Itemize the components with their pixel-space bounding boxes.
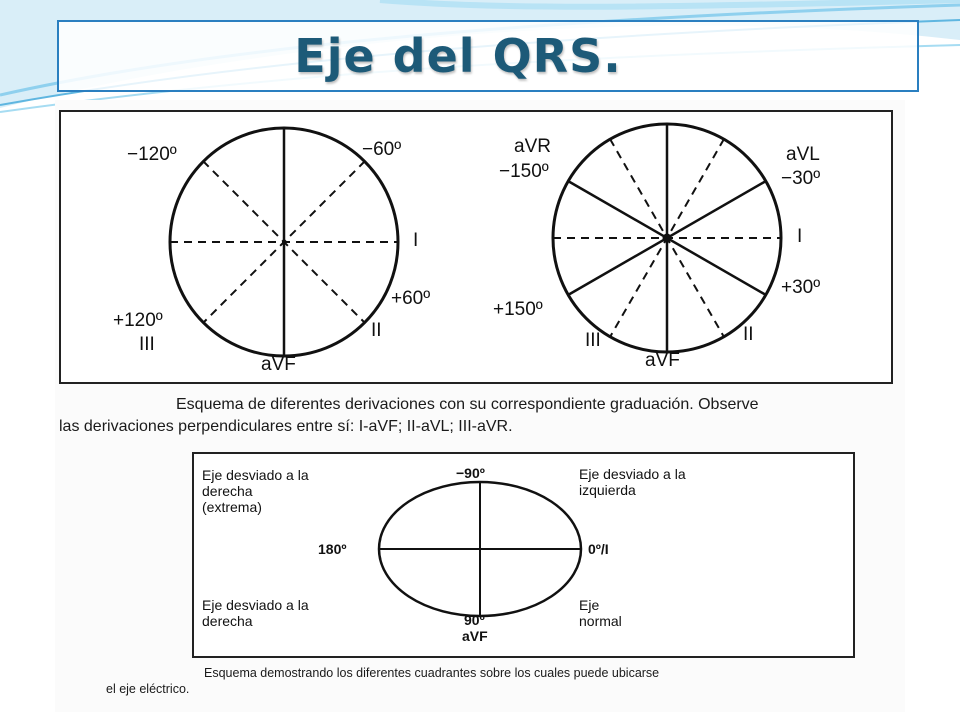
label-aVF-left: aVF bbox=[261, 354, 296, 375]
quadrant-top-right-line-1: Eje desviado a la bbox=[579, 466, 686, 482]
axis-label-left: 180º bbox=[318, 541, 346, 557]
caption-1-line-2: las derivaciones perpendiculares entre s… bbox=[59, 418, 513, 435]
label-minus150: −150º bbox=[499, 161, 549, 182]
quadrant-top-right-line-2: izquierda bbox=[579, 482, 636, 498]
quadrant-top-left-line-3: (extrema) bbox=[202, 499, 262, 515]
label-aVR: aVR bbox=[514, 136, 551, 157]
label-aVF-right: aVF bbox=[645, 350, 680, 371]
slide-title: Eje del QRS. bbox=[294, 29, 622, 83]
label-plus150: +150º bbox=[493, 299, 543, 320]
label-plus30: +30º bbox=[781, 277, 820, 298]
title-box: Eje del QRS. bbox=[57, 20, 919, 92]
left-circle bbox=[168, 126, 400, 358]
quadrant-bottom-right-line-1: Eje bbox=[579, 597, 599, 613]
label-lead-I-left: I bbox=[413, 230, 418, 251]
axis-label-bottom-lead: aVF bbox=[462, 628, 488, 644]
caption-1-line-1: Esquema de diferentes derivaciones con s… bbox=[176, 396, 759, 413]
label-minus60: −60º bbox=[362, 139, 401, 160]
quadrant-top-left-line-2: derecha bbox=[202, 483, 253, 499]
label-minus30: −30º bbox=[781, 168, 820, 189]
label-plus120: +120º bbox=[113, 310, 163, 331]
label-lead-I-right: I bbox=[797, 226, 802, 247]
label-lead-III-left: III bbox=[139, 334, 155, 355]
label-plus60: +60º bbox=[391, 288, 430, 309]
quadrants-diagram: Eje desviado a la derecha (extrema) Eje … bbox=[192, 452, 855, 658]
quadrant-top-left-line-1: Eje desviado a la bbox=[202, 467, 309, 483]
axis-label-top: −90º bbox=[456, 465, 485, 481]
caption-2-line-1: Esquema demostrando los diferentes cuadr… bbox=[204, 666, 660, 680]
label-lead-II-left: II bbox=[371, 320, 382, 341]
axis-label-right: 0º/I bbox=[588, 541, 609, 557]
right-circle bbox=[551, 122, 783, 354]
leads-diagram: −120º −60º I +60º II +120º III aVF aVR −… bbox=[59, 110, 893, 384]
quadrant-bottom-left-line-1: Eje desviado a la bbox=[202, 597, 309, 613]
quadrant-circle bbox=[377, 480, 583, 618]
quadrant-bottom-right-line-2: normal bbox=[579, 613, 622, 629]
quadrant-bottom-left-line-2: derecha bbox=[202, 613, 253, 629]
label-minus120: −120º bbox=[127, 144, 177, 165]
caption-2-line-2: el eje eléctrico. bbox=[106, 682, 190, 696]
label-lead-II-right: II bbox=[743, 324, 754, 345]
label-aVL: aVL bbox=[786, 144, 820, 165]
label-lead-III-right: III bbox=[585, 330, 601, 351]
axis-label-bottom-degrees: 90º bbox=[464, 612, 485, 628]
